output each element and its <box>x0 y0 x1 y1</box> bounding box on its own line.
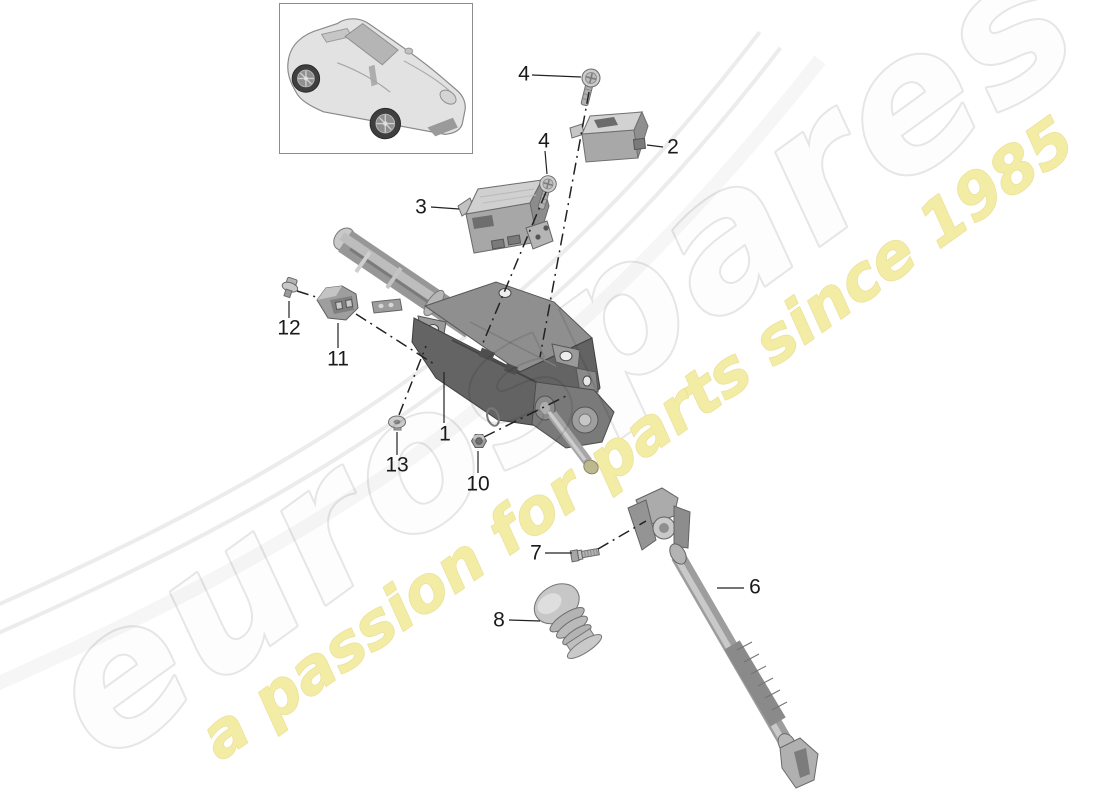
callout-3: 3 <box>415 195 427 219</box>
callout-12: 12 <box>277 316 301 340</box>
swoosh-band-faint <box>0 55 826 691</box>
car-windshield <box>344 22 399 66</box>
vehicle-thumbnail-box <box>279 3 473 154</box>
leader-2 <box>646 144 664 148</box>
callout-leader-lines <box>288 74 744 622</box>
leader-4b <box>544 150 548 175</box>
swoosh-band-inner <box>0 33 779 631</box>
callout-6: 6 <box>749 575 761 599</box>
car-body <box>287 18 466 135</box>
part-13-washer <box>388 415 406 431</box>
callout-2: 2 <box>667 135 679 159</box>
part-6-intermediate-shaft <box>627 487 819 789</box>
part-1-steering-column-assembly <box>333 227 615 475</box>
axis-bolt7-to-joint <box>597 520 647 550</box>
porsche-sports-car-illustration <box>287 18 466 140</box>
callout-4-lower: 4 <box>538 129 550 153</box>
leader-3 <box>430 206 460 210</box>
axis-screw4a-to-column <box>539 91 590 358</box>
axis-bracket11-to-column <box>355 313 435 365</box>
callout-7: 7 <box>530 541 542 565</box>
callout-4-upper: 4 <box>518 62 530 86</box>
axis-screw4b-to-column <box>482 191 547 344</box>
part-3-control-module <box>457 178 554 254</box>
part-4-screw-upper <box>580 68 601 107</box>
part-10-nut <box>470 434 488 448</box>
callout-8: 8 <box>493 608 505 632</box>
part-11-clamp-bracket <box>316 285 359 321</box>
car-rear-wheel <box>291 64 321 93</box>
leader-4a <box>531 74 582 78</box>
callout-10: 10 <box>466 472 490 496</box>
part-2-control-module <box>569 110 649 163</box>
leader-8 <box>508 619 541 622</box>
car-mirror <box>404 47 414 55</box>
axis-nut10-to-shaft <box>483 395 567 438</box>
part-7-bolt <box>569 547 600 563</box>
callout-1: 1 <box>439 422 451 446</box>
car-headlight <box>439 89 457 105</box>
callout-13: 13 <box>385 453 409 477</box>
part-12-bolt <box>281 276 299 299</box>
car-front-intake <box>427 117 458 137</box>
car-door-line <box>337 62 391 93</box>
part-8-rubber-boot <box>533 583 603 660</box>
assembly-axis-lines <box>296 91 647 550</box>
car-front-wheel <box>369 107 401 140</box>
callout-11: 11 <box>327 347 349 371</box>
axis-bolt12-to-bracket <box>296 290 317 298</box>
